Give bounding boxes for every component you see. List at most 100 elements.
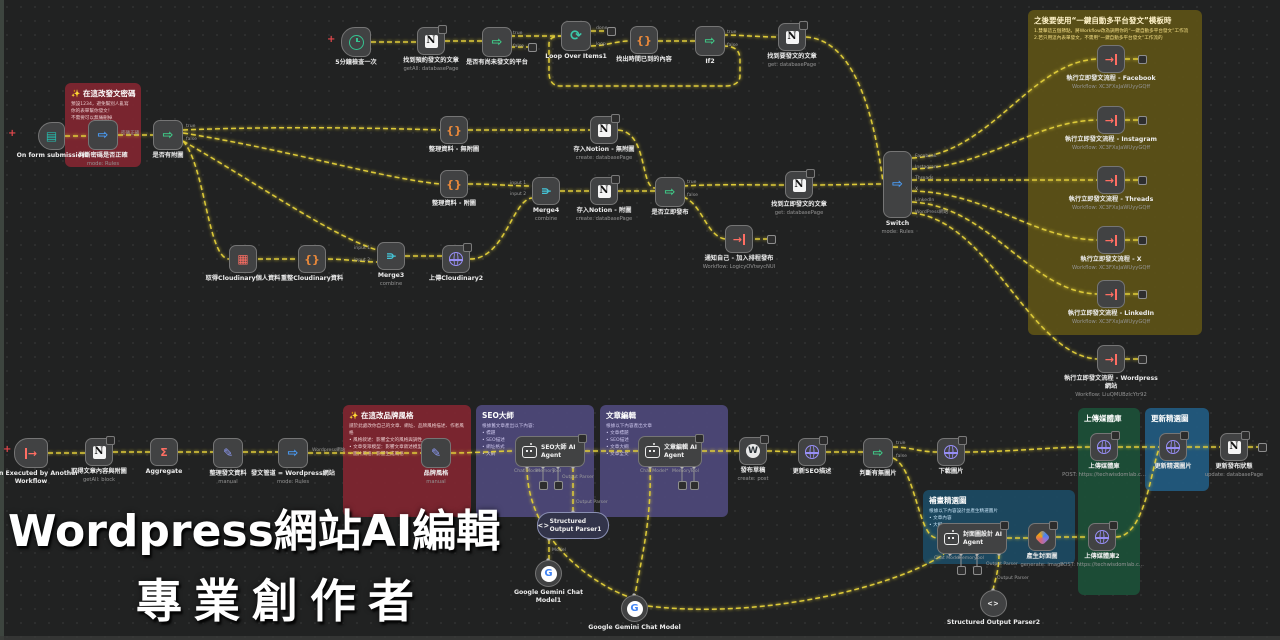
cover-design-agent[interactable]: 封面圖設計 AI Agent	[937, 521, 1009, 554]
get-cloudinary-profile[interactable]: ▦取得Cloudinary個人資料	[206, 245, 280, 282]
add-node-endpoint[interactable]	[1138, 176, 1147, 185]
note-badge-icon	[799, 21, 808, 30]
update-seo-description[interactable]: 更新SEO描述	[793, 436, 831, 475]
exec-icon: →	[1105, 353, 1118, 365]
wire-label: Instagram	[915, 165, 939, 170]
upload-cloudinary2[interactable]: 上傳Cloudinary2	[429, 243, 483, 282]
publish-immediately[interactable]: ⇨是否立即發布	[651, 177, 689, 216]
tidy-data-no-image[interactable]: {}整理資料 - 無附圖	[429, 116, 479, 153]
on-form-submission[interactable]: ▤On form submission	[17, 122, 86, 159]
has-unposted-platform[interactable]: ⇨是否有尚未發文的平台	[466, 27, 528, 66]
node-label: Structured Output Parser1	[549, 518, 602, 533]
add-node-endpoint[interactable]	[539, 481, 548, 490]
add-node-endpoint[interactable]	[1138, 236, 1147, 245]
wire-label: Memory	[536, 469, 555, 474]
add-node-endpoint[interactable]	[607, 27, 616, 36]
add-node-endpoint[interactable]	[528, 43, 537, 52]
wire-label: true	[513, 31, 523, 36]
structured-output-parser2[interactable]: <>Structured Output Parser2	[947, 590, 1040, 626]
add-node-endpoint[interactable]	[1138, 116, 1147, 125]
add-node-endpoint[interactable]	[767, 235, 776, 244]
add-node-endpoint[interactable]	[1258, 443, 1267, 452]
tidy-data-image[interactable]: {}整理資料 - 附圖	[432, 170, 476, 207]
download-image[interactable]: 下載圖片	[937, 436, 967, 475]
article-editor-agent[interactable]: 文章編輯 AI Agent	[638, 434, 704, 467]
reshape-cloudinary[interactable]: {}重整Cloudinary資料	[281, 245, 343, 282]
wire-label: Model	[552, 548, 566, 553]
find-due-content[interactable]: {}找出時間已到的內容	[616, 26, 672, 63]
note-badge-icon	[463, 243, 472, 252]
wire-label: true	[687, 180, 697, 185]
when-executed-by-another-workflow[interactable]: →When Executed by Another Workflow	[0, 438, 78, 485]
note-change-password[interactable]: ✨ 在這改發文密碼預設1234，避免幫別人亂寫你的表單幫你發文！不需要可以無痛刪…	[65, 83, 141, 167]
add-node-endpoint[interactable]	[690, 481, 699, 490]
add-node-endpoint[interactable]	[1138, 355, 1147, 364]
note-title: 上傳媒體庫	[1084, 414, 1122, 423]
has-attachment-image[interactable]: ⇨是否有附圖	[153, 120, 183, 159]
note-badge-icon	[958, 436, 967, 445]
seo-master-agent[interactable]: SEO大師 AI Agent	[515, 434, 587, 467]
check-has-image[interactable]: ⇨判斷有無圖片	[859, 438, 897, 477]
canvas-edge-bottom	[0, 636, 1280, 640]
note-title: SEO大師	[482, 411, 514, 420]
wire-label: true	[727, 30, 737, 35]
notion-icon: N	[597, 123, 611, 137]
add-node-endpoint[interactable]	[957, 566, 966, 575]
wire-label: Facebook	[915, 154, 937, 159]
update-featured-image[interactable]: 更新精選圖片	[1154, 431, 1192, 470]
add-node-endpoint[interactable]	[678, 481, 687, 490]
add-node-endpoint[interactable]	[1138, 55, 1147, 64]
wire-label: Tool	[975, 556, 984, 561]
add-node-endpoint[interactable]	[1138, 290, 1147, 299]
wire-label: Tool	[690, 469, 699, 474]
robot-icon	[645, 442, 660, 458]
wire-label: Tool	[552, 469, 561, 474]
note-text: 你的表單幫你發文！	[71, 108, 113, 114]
structured-output-parser1[interactable]: <>Structured Output Parser1	[537, 512, 609, 539]
loop-over-items1[interactable]: ⟳Loop Over Items1	[545, 21, 607, 60]
note-text: • 風格敘述：影響全文的風格與調性	[349, 437, 423, 443]
exec-icon: →	[1105, 53, 1118, 65]
add-node-endpoint[interactable]	[554, 481, 563, 490]
note-text: • 文章大綱	[606, 444, 629, 450]
every-5-minutes[interactable]: 5分鐘檢查一次	[335, 27, 377, 66]
add-node-endpoint[interactable]	[973, 566, 982, 575]
note-badge-icon	[611, 114, 620, 123]
switchb-icon: ⇨	[287, 445, 299, 461]
wire-label: LinkedIn	[915, 198, 935, 203]
node-label: 封面圖設計 AI Agent	[963, 531, 1002, 546]
note-text: • 文章全文	[606, 451, 629, 457]
note-badge-icon	[806, 169, 815, 178]
if2[interactable]: ⇨If2	[695, 26, 725, 65]
